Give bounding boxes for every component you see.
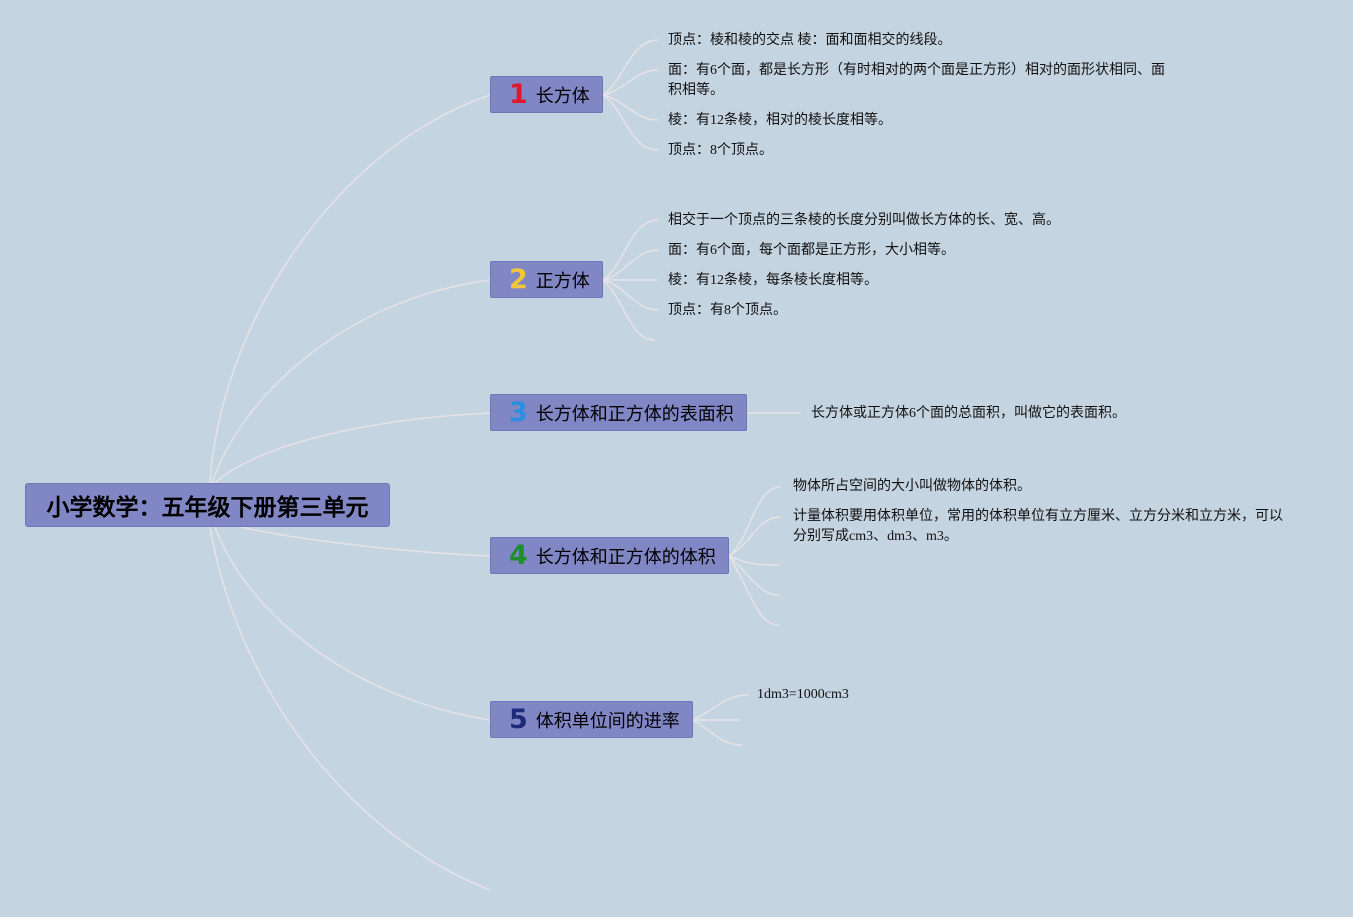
branch-title-4: 长方体和正方体的体积 — [535, 546, 716, 568]
branch-node-1[interactable]: 1 长方体 — [490, 76, 603, 113]
branch-title-1: 长方体 — [535, 85, 590, 107]
branch-node-2[interactable]: 2 正方体 — [490, 261, 603, 298]
leaf-1-4: 顶点：8个顶点。 — [668, 143, 773, 158]
leaf-4-2: 计量体积要用体积单位，常用的体积单位有立方厘米、立方分米和立方米，可以分别写成c… — [793, 509, 1283, 544]
leaf-2-2: 面：有6个面，每个面都是正方形，大小相等。 — [668, 243, 955, 258]
branch-title-3: 长方体和正方体的表面积 — [535, 403, 734, 425]
leaf-2-4: 顶点：有8个顶点。 — [668, 303, 787, 318]
leaf-1-2: 面：有6个面，都是长方形（有时相对的两个面是正方形）相对的面形状相同、面积相等。 — [668, 63, 1165, 98]
root-title: 小学数学：五年级下册第三单元 — [46, 495, 369, 521]
branch-number-3: 3 — [509, 397, 528, 428]
branch-number-2: 2 — [509, 264, 528, 295]
branch-node-5[interactable]: 5 体积单位间的进率 — [490, 701, 693, 738]
branch-title-2: 正方体 — [535, 270, 590, 292]
leaf-4-1: 物体所占空间的大小叫做物体的体积。 — [793, 479, 1031, 494]
branch-number-1: 1 — [509, 79, 528, 110]
branch-node-4[interactable]: 4 长方体和正方体的体积 — [490, 537, 729, 574]
leaf-2-1: 相交于一个顶点的三条棱的长度分别叫做长方体的长、宽、高。 — [668, 213, 1060, 228]
leaf-1-3: 棱：有12条棱，相对的棱长度相等。 — [668, 113, 892, 128]
leaf-5-1: 1dm3=1000cm3 — [757, 687, 849, 702]
branch-title-5: 体积单位间的进率 — [535, 710, 680, 732]
leaf-3-1: 长方体或正方体6个面的总面积，叫做它的表面积。 — [811, 406, 1126, 421]
branch-number-5: 5 — [509, 704, 528, 735]
leaf-2-3: 棱：有12条棱，每条棱长度相等。 — [668, 273, 878, 288]
root-node[interactable]: 小学数学：五年级下册第三单元 — [25, 483, 390, 527]
branch-node-3[interactable]: 3 长方体和正方体的表面积 — [490, 394, 747, 431]
branch-number-4: 4 — [509, 540, 528, 571]
leaf-1-1: 顶点：棱和棱的交点 棱：面和面相交的线段。 — [668, 33, 952, 48]
